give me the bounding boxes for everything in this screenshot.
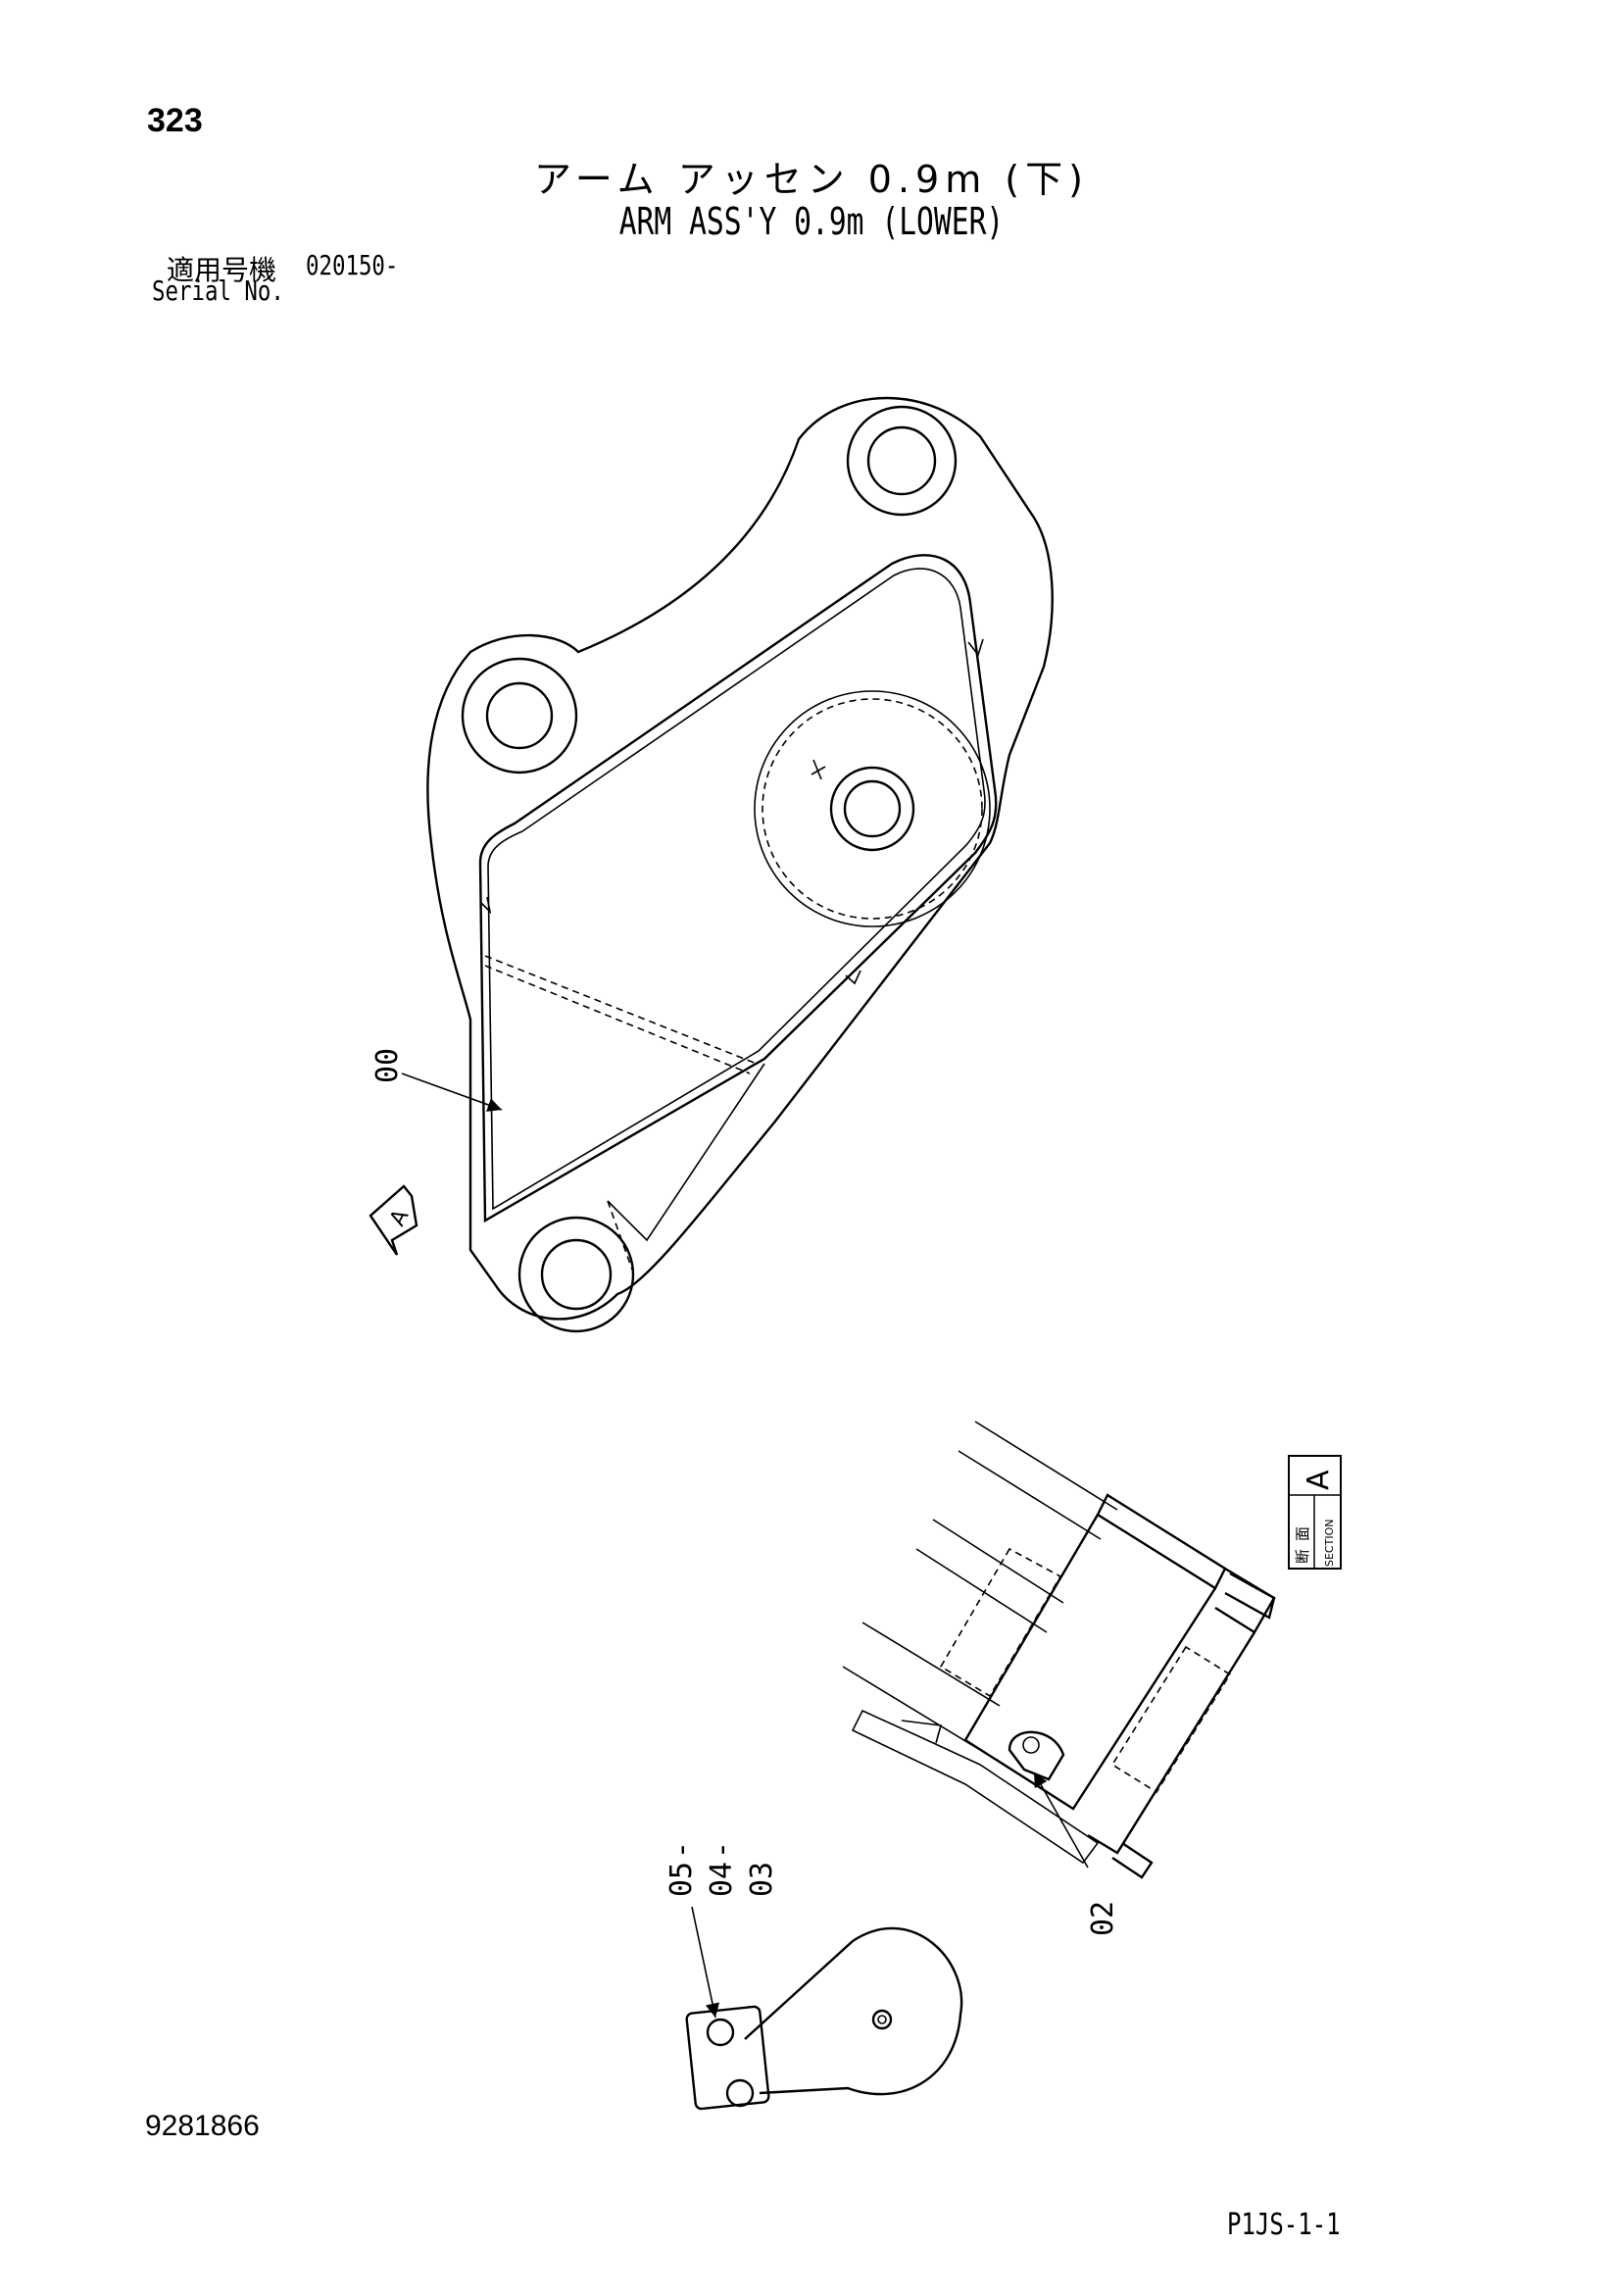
callout-label-04: 04 xyxy=(705,1862,739,1897)
title-english: ARM ASS'Y 0.9m (LOWER) xyxy=(618,200,1005,243)
section-a-drawing xyxy=(842,1421,1276,1879)
document-number: 9281866 xyxy=(145,2110,260,2142)
callout-label-05: 05 xyxy=(664,1862,699,1897)
section-box-section-text: SECTION xyxy=(1323,1520,1336,1567)
callout-label-00: 00 xyxy=(370,1048,405,1083)
serial-label-japanese: 適用号機 xyxy=(167,254,277,286)
callout-02: 02 xyxy=(1033,1772,1120,1936)
callout-label-03: 03 xyxy=(745,1862,779,1897)
serial-label-english: Serial No. xyxy=(152,275,284,307)
section-box-kanji-1: 断 xyxy=(1294,1549,1311,1564)
view-a-letter: A xyxy=(385,1206,414,1230)
title-japanese: アーム アッセン 0.9m (下) xyxy=(534,158,1089,201)
section-a-box: A 断 面 SECTION xyxy=(1288,1455,1342,1570)
bracket-drawing xyxy=(685,1926,963,2111)
svg-text:-: - xyxy=(664,1841,699,1859)
callout-label-02: 02 xyxy=(1086,1901,1120,1936)
section-box-letter: A xyxy=(1302,1470,1336,1490)
serial-number-value: 020150- xyxy=(306,249,399,281)
page-number: 323 xyxy=(147,102,203,139)
svg-text:-: - xyxy=(705,1841,739,1859)
callout-00: 00 xyxy=(370,1048,503,1112)
callout-05-04-03: 05 - 04 - 03 xyxy=(664,1841,779,2019)
view-a-marker: A xyxy=(369,1184,418,1256)
arm-body-drawing xyxy=(426,396,1054,1333)
page-code: P1JS-1-1 xyxy=(1227,2208,1341,2242)
section-box-kanji-2: 面 xyxy=(1294,1526,1311,1541)
